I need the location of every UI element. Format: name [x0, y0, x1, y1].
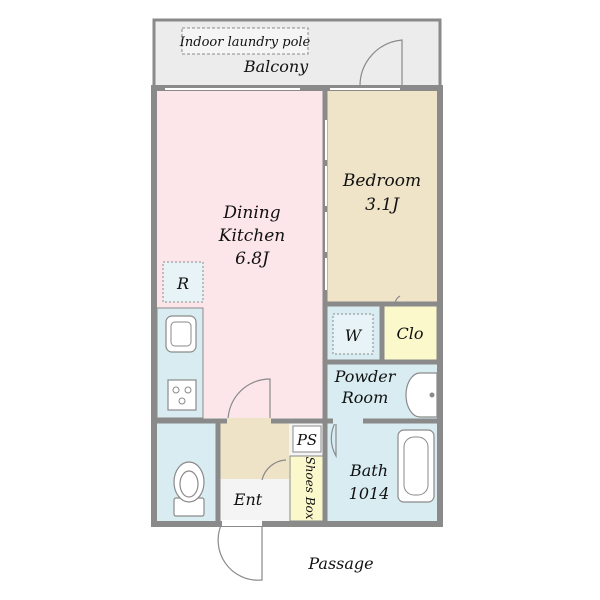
bathtub-icon: [397, 429, 435, 503]
laundry-pole: [181, 27, 309, 55]
basin-icon: [405, 372, 438, 418]
powder-label-2: Room: [341, 388, 388, 407]
entrance-label: Ent: [233, 490, 263, 509]
bath-door-gap: [333, 418, 363, 424]
washer-outline: [332, 313, 374, 355]
bedroom-label: Bedroom: [342, 171, 421, 191]
entrance-hall: [220, 423, 289, 479]
fridge-label: R: [176, 274, 189, 293]
shoes-box-label: Shoes Box: [303, 456, 317, 519]
washer-label: W: [345, 326, 363, 345]
shoes-box: [289, 455, 324, 522]
bath-label: Bath: [349, 461, 388, 480]
bath-size: 1014: [349, 484, 390, 503]
fridge-outline: [162, 261, 204, 303]
dining-size: 6.8J: [235, 249, 270, 269]
pipe-space-label: PS: [296, 431, 317, 449]
dining-door-gap: [227, 418, 271, 424]
entrance-door-gap: [222, 520, 262, 526]
pipe-space: [292, 425, 322, 453]
closet-label: Clo: [397, 324, 424, 343]
sink-icon: [165, 315, 197, 353]
laundry-pole-label: Indoor laundry pole: [179, 35, 311, 50]
stove-icon: [167, 379, 197, 411]
entrance-floor: [220, 479, 289, 521]
dining-label-2: Kitchen: [218, 226, 285, 246]
toilet-icon: [173, 461, 205, 517]
dining-label-1: Dining: [222, 203, 280, 223]
bedroom-size: 3.1J: [365, 195, 400, 215]
balcony-label: Balcony: [243, 57, 309, 76]
door-swings: [217, 39, 403, 581]
passage-label: Passage: [307, 554, 373, 573]
powder-label-1: Powder: [334, 367, 397, 386]
bedroom-room: [327, 91, 437, 303]
